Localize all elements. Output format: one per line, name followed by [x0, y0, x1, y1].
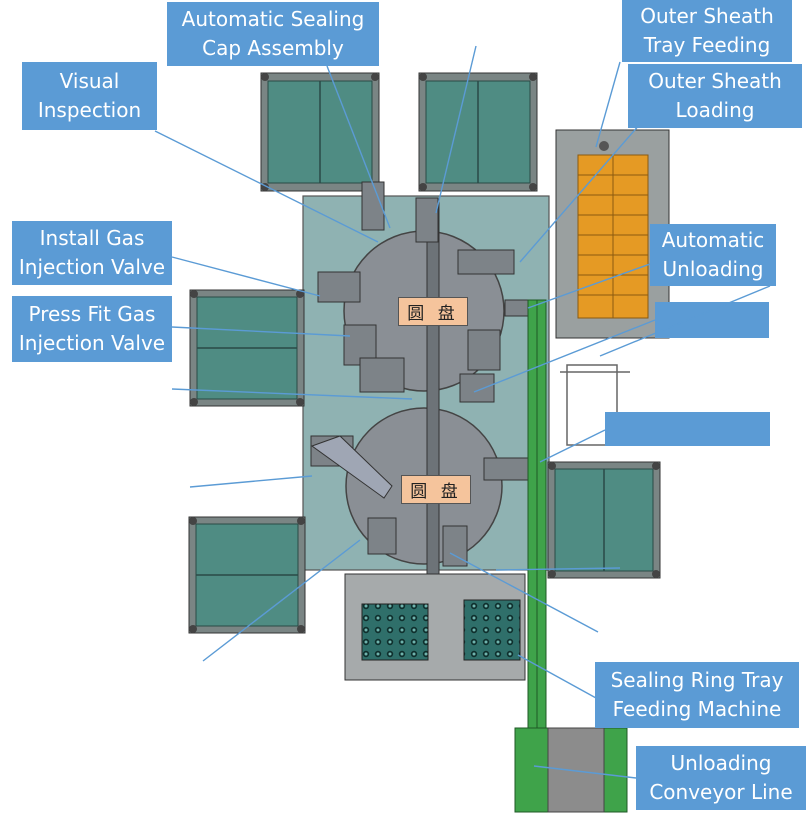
tray-unit-bottom-left: [188, 516, 306, 634]
callout-outer-sheath-tray-line2: Tray Feeding: [643, 33, 771, 57]
callout-outer-sheath-tray-line1: Outer Sheath: [640, 4, 774, 28]
callout-auto-unloading-line2: Unloading: [662, 257, 764, 281]
callout-install-valve: Install Gas Injection Valve: [12, 221, 172, 285]
callout-press-fit-valve: Press Fit Gas Injection Valve: [12, 296, 172, 362]
callout-outer-sheath-loading: Outer Sheath Loading: [628, 64, 802, 128]
tray-unit-right: [547, 461, 661, 579]
tray-unit-mid-left: [189, 289, 305, 407]
callout-press-fit-valve-line2: Injection Valve: [18, 331, 166, 355]
tray-unit-top-left: [260, 72, 380, 192]
callout-install-valve-line2: Injection Valve: [18, 255, 166, 279]
blank-callout-2: [605, 412, 770, 446]
callout-sealing-ring-tray-line1: Sealing Ring Tray: [610, 668, 784, 692]
callout-sealing-cap-line1: Automatic Sealing: [181, 7, 365, 31]
callout-auto-unloading: Automatic Unloading: [650, 224, 776, 286]
callout-auto-unloading-line1: Automatic: [661, 228, 765, 252]
callout-visual-inspection-line2: Inspection: [37, 98, 142, 122]
callout-unloading-conveyor-line2: Conveyor Line: [649, 780, 793, 804]
sealing-ring-tray-machine: [344, 573, 526, 681]
callout-unloading-conveyor-line1: Unloading: [670, 751, 772, 775]
callout-sealing-ring-tray-line2: Feeding Machine: [612, 697, 782, 721]
callout-outer-sheath-loading-line2: Loading: [675, 98, 755, 122]
callout-unloading-conveyor: Unloading Conveyor Line: [636, 746, 806, 810]
upper-disc-label: 圆 盘: [398, 297, 468, 326]
callout-sealing-cap-line2: Cap Assembly: [202, 36, 344, 60]
callout-press-fit-valve-line1: Press Fit Gas: [28, 302, 156, 326]
callout-outer-sheath-tray: Outer Sheath Tray Feeding: [622, 0, 792, 62]
unloading-conveyor: [514, 299, 628, 813]
callout-outer-sheath-loading-line1: Outer Sheath: [648, 69, 782, 93]
lower-disc-label: 圆 盘: [401, 475, 471, 504]
tray-unit-top-right: [418, 72, 538, 192]
callout-install-valve-line1: Install Gas: [39, 226, 145, 250]
callout-sealing-ring-tray: Sealing Ring Tray Feeding Machine: [595, 662, 799, 728]
callout-visual-inspection: Visual Inspection: [22, 62, 157, 130]
center-transfer-rail: [426, 199, 440, 581]
angled-arm-mechanism: [310, 435, 393, 499]
callout-visual-inspection-line1: Visual: [59, 69, 120, 93]
leader-lines: [154, 45, 771, 779]
right-side-frame: [560, 364, 630, 446]
blank-callout-1: [655, 302, 769, 338]
station-mechanisms: [310, 181, 536, 567]
callout-sealing-cap: Automatic Sealing Cap Assembly: [167, 2, 379, 66]
